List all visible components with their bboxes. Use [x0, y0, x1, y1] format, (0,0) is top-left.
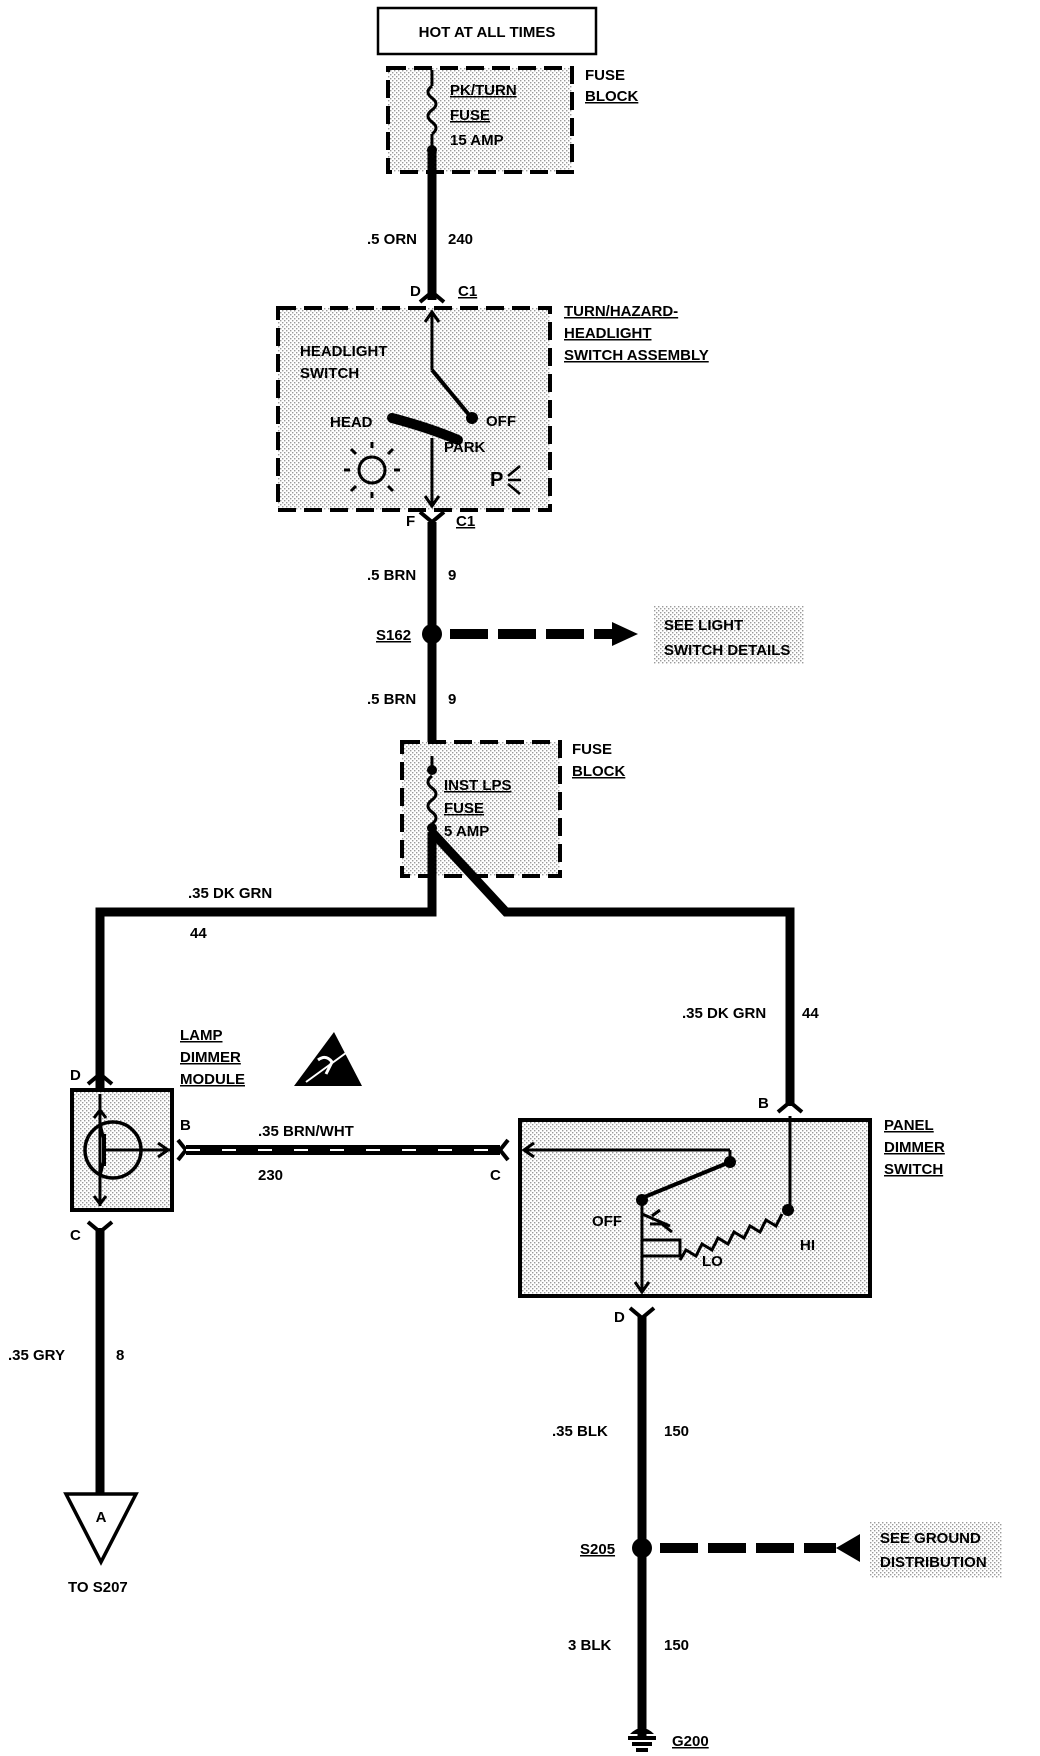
wire-dkgrn-left-gauge: .35 DK GRN: [188, 885, 272, 902]
lamp-dimmer-title-1: LAMP: [180, 1027, 223, 1044]
fuse1-name-1: PK/TURN: [450, 82, 517, 99]
wire-dkgrn-44-left: [95, 832, 437, 1088]
lamp-dimmer-title-3: MODULE: [180, 1071, 245, 1088]
splice-s205-label: S205: [580, 1541, 615, 1558]
connector-c1-bottom: F C1: [406, 510, 475, 530]
arrow-right-icon: [612, 622, 638, 646]
head-position-label: HEAD: [330, 414, 373, 431]
arrow-left-icon: [836, 1534, 860, 1562]
panel-dimmer-switch: B C OFF LO HI PANEL DIMMER SWITCH D: [490, 1095, 945, 1326]
wire-dkgrn-right-circuit: 44: [802, 1005, 819, 1022]
wire-blk-2-circuit: 150: [664, 1637, 689, 1654]
see-light-switch-ref-1: SEE LIGHT: [664, 617, 743, 634]
panel-dimmer-lo-label: LO: [702, 1253, 723, 1270]
parking-lamp-icon: P: [490, 465, 521, 495]
fuse-block-1-title-2: BLOCK: [585, 88, 638, 105]
splice-s205: S205 SEE GROUND DISTRIBUTION: [580, 1522, 1002, 1578]
connector-a-letter: A: [96, 1509, 107, 1526]
wire-brn-1-gauge: .5 BRN: [367, 567, 416, 584]
wire-brn-2-circuit: 9: [448, 691, 456, 708]
lamp-dimmer-pin-c: C: [70, 1227, 81, 1244]
wire-gry-circuit: 8: [116, 1347, 124, 1364]
lamp-dimmer-pin-d: D: [70, 1067, 81, 1084]
connector-c1-bottom-pin: F: [406, 513, 415, 530]
panel-dimmer-title-2: DIMMER: [884, 1139, 945, 1156]
ground-symbol-icon: [628, 1728, 656, 1752]
see-ground-ref-2: DISTRIBUTION: [880, 1554, 987, 1571]
esd-sensitive-icon: [294, 1032, 362, 1086]
fuse-symbol-icon: [426, 84, 438, 136]
panel-dimmer-pin-d: D: [614, 1309, 625, 1326]
hot-at-all-times-box: HOT AT ALL TIMES: [376, 6, 598, 56]
headlamp-icon: [344, 442, 400, 498]
panel-dimmer-title-3: SWITCH: [884, 1161, 943, 1178]
fuse-symbol-icon: [426, 774, 438, 826]
ground-g200-label: G200: [672, 1733, 709, 1750]
hot-at-all-times-label: HOT AT ALL TIMES: [419, 24, 556, 41]
wire-blk-2-gauge: 3 BLK: [568, 1637, 612, 1654]
connector-c1-top: D C1: [410, 283, 477, 304]
wire-orn-gauge: .5 ORN: [367, 231, 417, 248]
fuse1-rating: 15 AMP: [450, 132, 504, 149]
panel-dimmer-off-label: OFF: [592, 1213, 622, 1230]
headlight-switch-label-1: HEADLIGHT: [300, 343, 388, 360]
headlight-switch-label-2: SWITCH: [300, 365, 359, 382]
fuse2-name-1: INST LPS: [444, 777, 512, 794]
see-light-switch-ref-2: SWITCH DETAILS: [664, 642, 790, 659]
turn-hazard-headlight-switch-assembly: HEADLIGHT SWITCH HEAD OFF PARK P TURN/HA…: [276, 303, 709, 512]
panel-dimmer-pin-b: B: [758, 1095, 769, 1112]
connector-a-triangle-icon: A: [63, 1492, 139, 1566]
wire-blk-1-gauge: .35 BLK: [552, 1423, 608, 1440]
fuse-block-1: PK/TURN FUSE 15 AMP FUSE BLOCK: [386, 66, 638, 174]
park-position-label: PARK: [444, 439, 486, 456]
wire-brnwht-230: .35 BRN/WHT 230: [176, 1123, 510, 1184]
rheostat-icon: [678, 1213, 784, 1261]
fuse-block-1-title-1: FUSE: [585, 67, 625, 84]
fuse2-rating: 5 AMP: [444, 823, 489, 840]
lamp-dimmer-module: D LAMP DIMMER MODULE B C: [70, 1027, 245, 1244]
wire-gry-gauge: .35 GRY: [8, 1347, 65, 1364]
lamp-dimmer-pin-b: B: [180, 1117, 191, 1134]
connector-c1-top-pin: D: [410, 283, 421, 300]
off-position-label: OFF: [486, 413, 516, 430]
wire-brn-2-gauge: .5 BRN: [367, 691, 416, 708]
transistor-icon: [83, 1094, 171, 1207]
connector-c1-bottom-name: C1: [456, 513, 475, 530]
wire-orn-circuit: 240: [448, 231, 473, 248]
switch-assembly-title-2: HEADLIGHT: [564, 325, 652, 342]
fuse-block-2-title-1: FUSE: [572, 741, 612, 758]
see-ground-ref-1: SEE GROUND: [880, 1530, 981, 1547]
wire-dkgrn-left-circuit: 44: [190, 925, 207, 942]
wire-brn-1-circuit: 9: [448, 567, 456, 584]
connector-a-destination: TO S207: [68, 1579, 128, 1596]
wire-blk-1-circuit: 150: [664, 1423, 689, 1440]
splice-s162-label: S162: [376, 627, 411, 644]
panel-dimmer-pin-c: C: [490, 1167, 501, 1184]
wire-dkgrn-44-right: [428, 828, 795, 1106]
splice-s162: S162 SEE LIGHT SWITCH DETAILS: [376, 606, 804, 664]
park-icon-letter: P: [490, 469, 503, 491]
switch-assembly-title-1: TURN/HAZARD-: [564, 303, 678, 320]
fuse1-name-2: FUSE: [450, 107, 490, 124]
switch-assembly-title-3: SWITCH ASSEMBLY: [564, 347, 709, 364]
lamp-dimmer-title-2: DIMMER: [180, 1049, 241, 1066]
connector-c1-top-name: C1: [458, 283, 477, 300]
fuse-block-2-title-2: BLOCK: [572, 763, 625, 780]
wire-brnwht-circuit: 230: [258, 1167, 283, 1184]
panel-dimmer-title-1: PANEL: [884, 1117, 934, 1134]
wire-brnwht-gauge: .35 BRN/WHT: [258, 1123, 354, 1140]
wire-dkgrn-right-gauge: .35 DK GRN: [682, 1005, 766, 1022]
fuse2-name-2: FUSE: [444, 800, 484, 817]
panel-dimmer-hi-label: HI: [800, 1237, 815, 1254]
